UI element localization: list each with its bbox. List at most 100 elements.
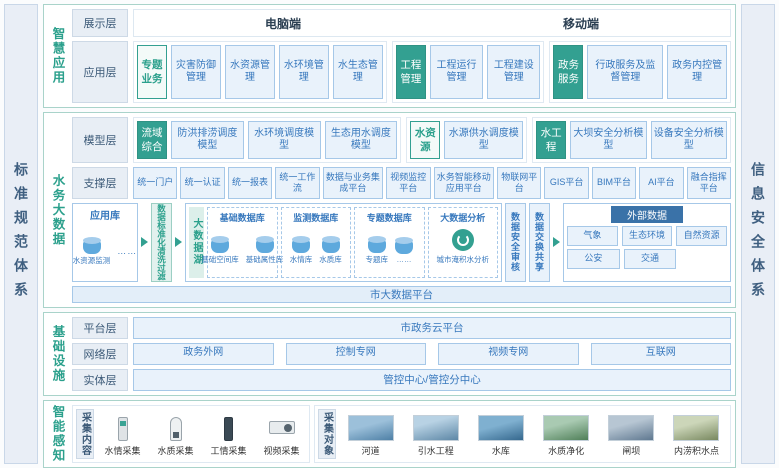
section-water-big-data: 水务大数据 模型层 流域综合 防洪排涝调度模型 水环境调度模型 生态用水调度模型… [43,112,736,308]
object-item: 水质净化 [536,409,597,459]
group-basin-comprehensive: 流域综合 防洪排涝调度模型 水环境调度模型 生态用水调度模型 [133,117,402,163]
external-item: 公安 [567,249,620,269]
network-layer-row: 网络层 政务外网 控制专网 视频专网 互联网 [72,342,731,365]
support-item: 统一门户 [133,167,178,199]
db-cylinder-label: 基础属性库 [245,254,284,264]
data-security-audit-box: 数据安全审核 [505,203,526,282]
pc-terminal-label: 电脑端 [264,16,301,31]
analysis-item-label: 城市淹积水分析 [436,255,490,264]
analysis-icon [451,229,474,251]
section-infrastructure: 基础设施 平台层 市政务云平台 网络层 政务外网 控制专网 视频专网 互联网 [43,311,736,396]
display-terminal-box: 电脑端 移动端 [133,9,731,37]
group-government-service: 政务服务 行政服务及监督管理 政务内控管理 [549,41,731,103]
application-database-title: 应用库 [90,211,120,222]
model-item: 设备安全分析模型 [650,121,728,159]
display-layer-row: 展示层 电脑端 移动端 [72,9,731,37]
support-item: 统一报表 [227,167,273,199]
flow-arrow-icon [553,237,560,248]
government-service-header: 政务服务 [553,45,584,99]
data-cleanse-label: 数据标准化清洗过滤 [156,204,167,281]
reservoir-photo [477,414,524,441]
object-item: 引水工程 [405,409,466,459]
app-item: 行政服务及监督管理 [587,45,664,99]
sense-item-label: 视频采集 [263,445,300,456]
thematic-business-header: 专题业务 [137,45,167,99]
infrastructure-title: 基础设施 [50,324,65,383]
model-layer-row: 模型层 流域综合 防洪排涝调度模型 水环境调度模型 生态用水调度模型 水资源 水… [72,117,731,163]
group-water-resources: 水资源 水源供水调度模型 [406,117,528,163]
monitoring-database-box: 监测数据库 水情库 水质库 [280,207,351,278]
support-layer-label: 支撑层 [72,167,128,199]
mobile-terminal-label: 移动端 [562,16,599,31]
model-layer-label: 模型层 [72,117,128,163]
support-item: AI平台 [639,167,684,199]
object-item: 内涝积水点 [666,409,727,459]
model-item: 水源供水调度模型 [444,121,524,159]
infrastructure-body: 平台层 市政务云平台 网络层 政务外网 控制专网 视频专网 互联网 实体层 管控… [72,316,731,391]
db-cylinder-wrap: …… [395,236,413,264]
group-thematic-business: 专题业务 灾害防御管理 水资源管理 水环境管理 水生态管理 [133,41,387,103]
sluice-dam-photo [608,414,655,441]
collection-content-label: 采集内容 [79,411,91,456]
base-database-cylinders: 基础空间库 基础属性库 [201,225,283,275]
platform-layer-label: 平台层 [72,316,128,339]
support-item: 水务智能移动应用平台 [433,167,495,199]
standards-system-label: 标准规范体系 [13,162,29,306]
entity-layer-label: 实体层 [72,368,128,391]
water-big-data-body: 模型层 流域综合 防洪排涝调度模型 水环境调度模型 生态用水调度模型 水资源 水… [72,117,731,303]
support-item: 统一工作流 [275,167,320,199]
collection-content-panel: 采集内容 水情采集 水质采集 工情采集 [72,404,310,463]
water-level-sensor-icon [117,416,128,441]
object-item: 闸坝 [601,409,662,459]
external-item: 交通 [623,249,677,269]
external-data-row: 气象 生态环境 自然资源 [567,226,728,246]
thematic-database-title: 专题数据库 [366,213,412,223]
data-flow-row: 应用库 水资源监测 …… 数据标准化清洗过滤 [72,203,731,282]
section-smart-application: 智慧应用 展示层 电脑端 移动端 应用层 专题业务 灾害防御管理 水资源管理 水… [43,4,736,108]
sense-item: 工情采集 [204,409,253,459]
db-cylinder-label: …… [396,254,412,264]
object-item-label: 水质净化 [548,445,585,456]
object-item-label: 水库 [491,445,510,456]
external-item: 自然资源 [676,226,728,246]
db-cylinder-wrap: 专题库 [366,235,388,265]
application-layer-row: 应用层 专题业务 灾害防御管理 水资源管理 水环境管理 水生态管理 工程管理 工… [72,41,731,103]
entity-layer-row: 实体层 管控中心/管控分中心 [72,368,731,391]
db-cylinder-label: 水资源监测 [72,255,111,265]
network-items: 政务外网 控制专网 视频专网 互联网 [133,342,731,365]
video-camera-icon [268,420,295,434]
database-cylinder-icon [292,235,310,253]
collection-object-label: 采集对象 [321,411,333,456]
water-big-data-title: 水务大数据 [50,173,65,247]
network-item: 政务外网 [133,342,274,365]
big-data-lake-strip: 大数据湖 [189,207,204,278]
group-engineering-management: 工程管理 工程运行管理 工程建设管理 [391,41,545,103]
network-item: 控制专网 [285,342,426,365]
application-database-cylinders: 水资源监测 …… [73,224,138,278]
water-purification-photo [543,414,590,441]
application-layer-label: 应用层 [72,41,128,103]
data-exchange-share-box: 数据交换共享 [529,203,550,282]
section-title-smart-application: 智慧应用 [48,9,68,103]
app-item: 水环境管理 [278,45,329,99]
db-cylinder-label: 水质库 [319,254,342,264]
section-smart-sensing: 智能感知 采集内容 水情采集 水质采集 [43,399,736,468]
db-cylinder-wrap: 水质库 [319,235,342,265]
application-database-box: 应用库 水资源监测 …… [72,203,138,282]
data-cleanse-box: 数据标准化清洗过滤 [151,203,172,282]
external-data-box: 外部数据 气象 生态环境 自然资源 公安 交通 [563,203,731,282]
db-cylinder-wrap: 基础属性库 [245,235,284,265]
spacer [680,249,727,269]
external-item: 气象 [567,226,618,246]
water-resources-header: 水资源 [410,121,441,159]
object-item-label: 闸坝 [622,445,641,456]
network-layer-label: 网络层 [72,342,128,365]
support-item: 融合指挥平台 [686,167,731,199]
db-cylinder-wrap: 水资源监测 [72,236,111,266]
support-layer-row: 支撑层 统一门户 统一认证 统一报表 统一工作流 数据与业务集成平台 视频监控平… [72,167,731,199]
database-cylinder-icon [255,235,274,253]
support-platforms: 统一门户 统一认证 统一报表 统一工作流 数据与业务集成平台 视频监控平台 水务… [133,167,731,199]
water-quality-sensor-icon [169,416,182,441]
security-system-bar: 信息安全体系 [741,4,775,464]
